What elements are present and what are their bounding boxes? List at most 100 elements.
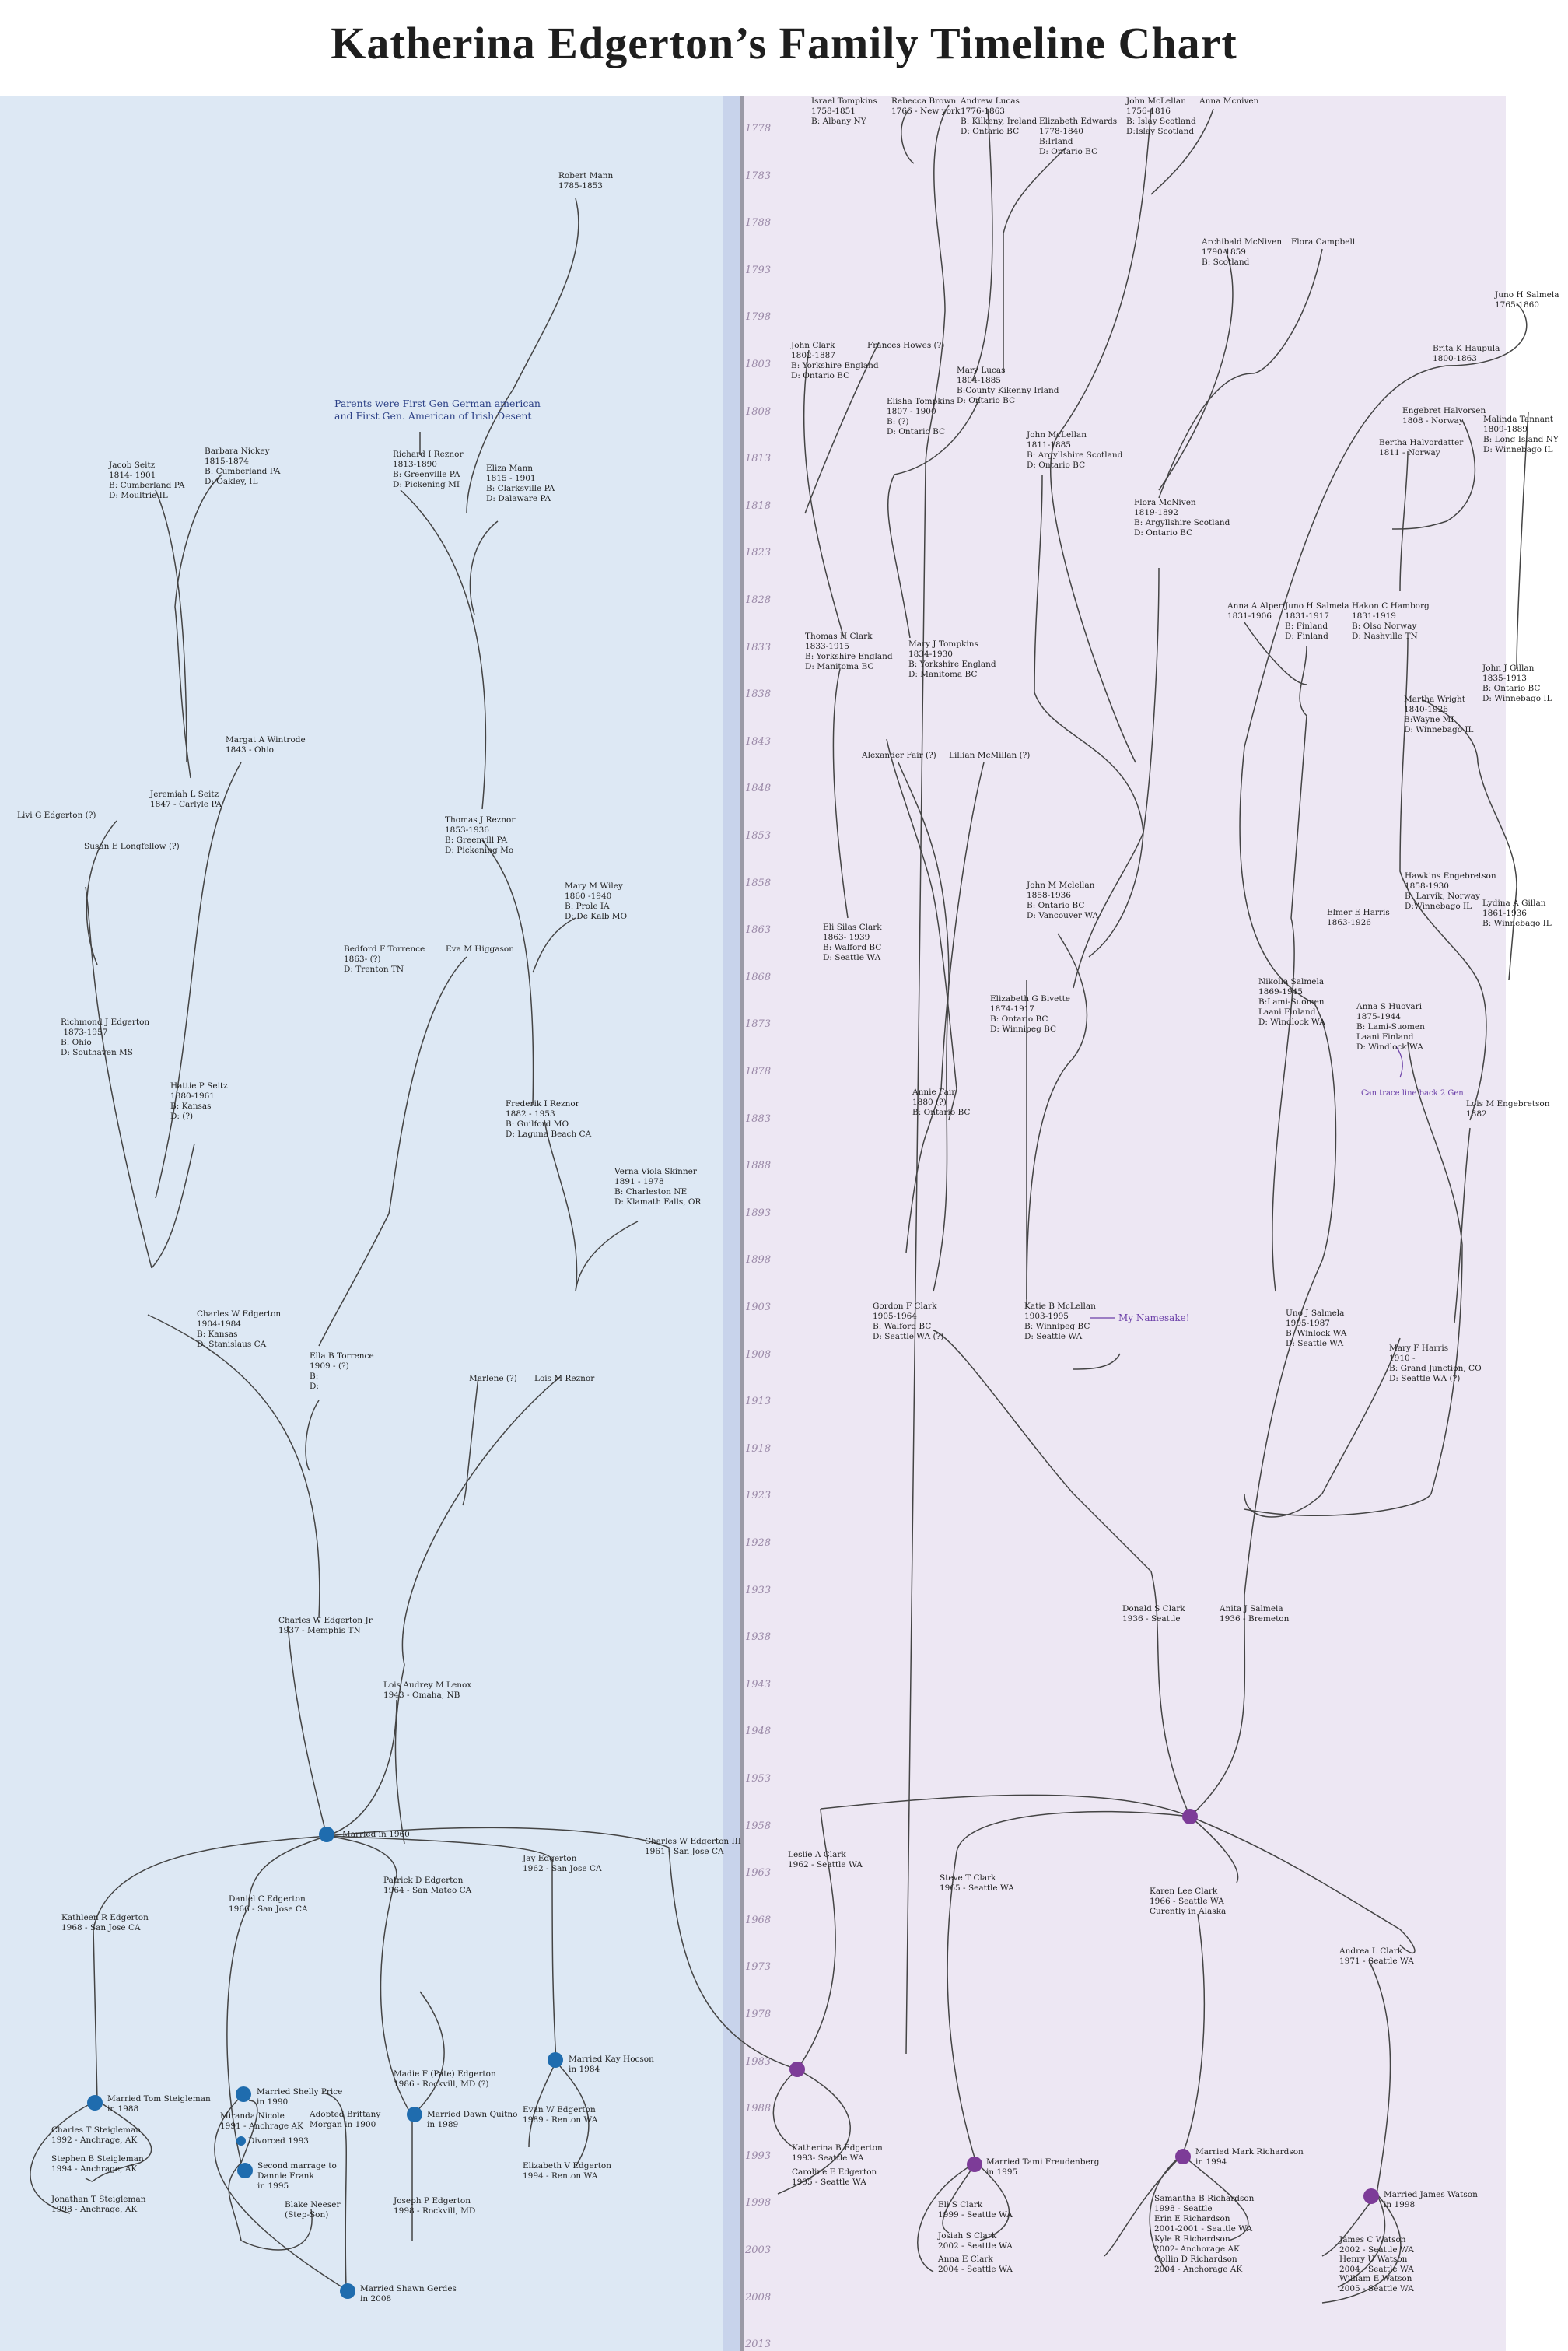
person-elizabeth-v-edgerton: Elizabeth V Edgerton 1994 - Renton WA <box>523 2161 611 2181</box>
link <box>917 2162 977 2272</box>
person-martha-wright: Martha Wright 1840-1926 B:Wayne MI D: Wi… <box>1404 695 1474 734</box>
person-evan-edgerton: Evan W Edgerton 1989 - Renton WA <box>523 2105 598 2125</box>
person-josiah-clark: Josiah S Clark 2002 - Seattle WA <box>938 2231 1013 2251</box>
link <box>1104 2154 1183 2257</box>
person-jeremiah-seitz: Jeremiah L Seitz 1847 - Carlyle PA <box>150 790 222 809</box>
namesake-note: My Namesake! <box>1118 1312 1190 1323</box>
year-tick: 1868 <box>745 971 772 983</box>
person-richmond-edgerton: Richmond J Edgerton 1873-1957 B: Ohio D:… <box>61 1018 150 1057</box>
year-tick: 1808 <box>745 405 772 418</box>
link <box>1026 933 1088 1308</box>
link <box>1158 248 1234 491</box>
person-archibald-mcniven: Archibald McNiven 1790-1859 B: Scotland <box>1202 237 1283 267</box>
year-tick: 1943 <box>745 1678 772 1691</box>
person-caroline-edgerton: Caroline E Edgerton 1995 - Seattle WA <box>792 2167 877 2187</box>
link <box>1239 303 1528 1004</box>
link <box>532 917 576 973</box>
person-john-mclellan-1811: John McLellan 1811-1885 B: Argyllshire S… <box>1027 430 1123 470</box>
person-uno-salmela: Uno J Salmela 1905-1987 B: Winlock WA D:… <box>1286 1309 1347 1348</box>
person-eli-clark: Eli Silas Clark 1863- 1939 B: Walford BC… <box>823 923 882 962</box>
person-hakon-hamborg: Hakon C Hamborg 1831-1919 B: Olso Norway… <box>1352 601 1430 641</box>
person-flora-campbell: Flora Campbell <box>1291 237 1356 247</box>
marriage-1960-label: Married in 1960 <box>342 1830 410 1839</box>
person-lois-lenox: Lois Audrey M Lenox 1943 - Omaha, NB <box>383 1680 472 1700</box>
link <box>305 1400 320 1471</box>
link <box>151 1143 195 1269</box>
link <box>1368 1960 1391 2195</box>
person-bedford-torrence: Bedford F Torrence 1863- (?) D: Trenton … <box>344 944 425 974</box>
link <box>777 2069 851 2195</box>
link <box>240 2209 313 2251</box>
person-verna-skinner: Verna Viola Skinner 1891 - 1978 B: Charl… <box>614 1167 702 1207</box>
link <box>1149 2154 1183 2272</box>
person-frederik-reznor: Frederik I Reznor 1882 - 1953 B: Guilfor… <box>506 1099 592 1139</box>
marriage-tami-marker <box>967 2157 982 2172</box>
person-richardson-children: Samantha B Richardson 1998 - Seattle Eri… <box>1154 2194 1255 2274</box>
year-tick: 1983 <box>745 2055 772 2068</box>
person-juno-salmela-1831: Juno H Salmela 1831-1917 B: Finland D: F… <box>1285 601 1349 641</box>
year-tick: 1883 <box>745 1112 772 1125</box>
year-tick: 1963 <box>745 1867 772 1880</box>
person-frances-howes: Frances Howes (?) <box>867 341 945 350</box>
year-tick: 1908 <box>745 1348 772 1361</box>
year-tick: 1858 <box>745 877 772 889</box>
link <box>1516 412 1529 670</box>
year-tick: 1998 <box>745 2197 772 2209</box>
link <box>1150 108 1214 195</box>
person-anita-salmela: Anita J Salmela 1936 - Bremeton <box>1220 1604 1290 1624</box>
person-jacob-seitz: Jacob Seitz 1814- 1901 B: Cumberland PA … <box>109 461 185 500</box>
link <box>226 1835 327 2164</box>
link <box>528 2061 557 2148</box>
link <box>947 1810 1191 2164</box>
year-tick: 1798 <box>745 311 772 324</box>
timeline-axis-line <box>740 96 744 2351</box>
link <box>147 1314 320 1619</box>
person-elizabeth-edwards: Elizabeth Edwards 1778-1840 B:Irland D: … <box>1039 117 1118 156</box>
year-tick: 1948 <box>745 1726 772 1738</box>
link <box>1454 1127 1471 1323</box>
person-katie-mclellan: Katie B McLellan 1903-1995 B: Winnipeg B… <box>1024 1302 1096 1341</box>
marriage-mark-label: Married Mark Richardson in 1994 <box>1195 2147 1304 2167</box>
link <box>905 762 985 1253</box>
link <box>901 108 915 164</box>
link <box>905 104 950 2055</box>
link <box>1272 645 1307 1292</box>
link <box>326 1835 413 2117</box>
person-anna-mcniven: Anna Mcniven <box>1199 96 1259 106</box>
person-lois-reznor: Lois M Reznor <box>534 1374 595 1383</box>
person-john-gillan: John J Gillan 1835-1913 B: Ontario BC D:… <box>1482 664 1552 703</box>
person-elisha-tompkins: Elisha Tompkins 1807 - 1900 B: (?) D: On… <box>887 397 955 436</box>
person-marlene: Marlene (?) <box>469 1374 517 1383</box>
year-tick: 1938 <box>745 1631 772 1644</box>
person-katherina-edgerton: Katherina B Edgerton 1993- Seattle WA <box>792 2143 883 2163</box>
chart-title: Katherina Edgerton’s Family Timeline Cha… <box>331 18 1237 68</box>
person-jonathan-steigleman: Jonathan T Steigleman 1998 - Anchrage, A… <box>51 2195 146 2214</box>
link <box>481 839 534 1105</box>
link <box>555 2061 590 2167</box>
link <box>544 1119 578 1292</box>
link <box>85 886 152 1269</box>
link <box>155 489 187 763</box>
person-karen-clark: Karen Lee Clark 1966 - Seattle WA Curent… <box>1150 1887 1227 1916</box>
year-tick: 2013 <box>745 2339 772 2351</box>
person-richard-reznor: Richard I Reznor 1813-1890 B: Greenville… <box>393 450 464 489</box>
person-william-watson: William E Watson 2005 - Seattle WA <box>1339 2274 1414 2293</box>
year-tick: 1893 <box>745 1207 772 1219</box>
marriage-dawn-label: Married Dawn Quitno in 1989 <box>427 2110 518 2129</box>
person-lillian-mcmillan: Lillian McMillan (?) <box>949 751 1031 760</box>
link <box>174 474 222 779</box>
year-tick: 1888 <box>745 1160 772 1172</box>
marriage-kay-label: Married Kay Hocson in 1984 <box>569 2055 654 2074</box>
person-robert-mann: Robert Mann 1785-1853 <box>558 171 614 191</box>
link <box>466 198 579 514</box>
first-gen-note: Parents were First Gen German american a… <box>334 398 541 422</box>
person-miranda-nicole: Miranda Nicole 1991 - Anchrage AK <box>220 2111 303 2131</box>
person-mary-wiley: Mary M Wiley 1860 -1940 B: Prole IA D: D… <box>565 881 628 921</box>
year-tick: 1793 <box>745 264 772 276</box>
person-thomas-reznor: Thomas J Reznor 1853-1936 B: Greenvill P… <box>445 815 516 855</box>
trace-pointer <box>1395 1046 1403 1078</box>
link <box>575 1221 639 1292</box>
link <box>942 2162 977 2234</box>
year-tick: 1918 <box>745 1442 772 1455</box>
